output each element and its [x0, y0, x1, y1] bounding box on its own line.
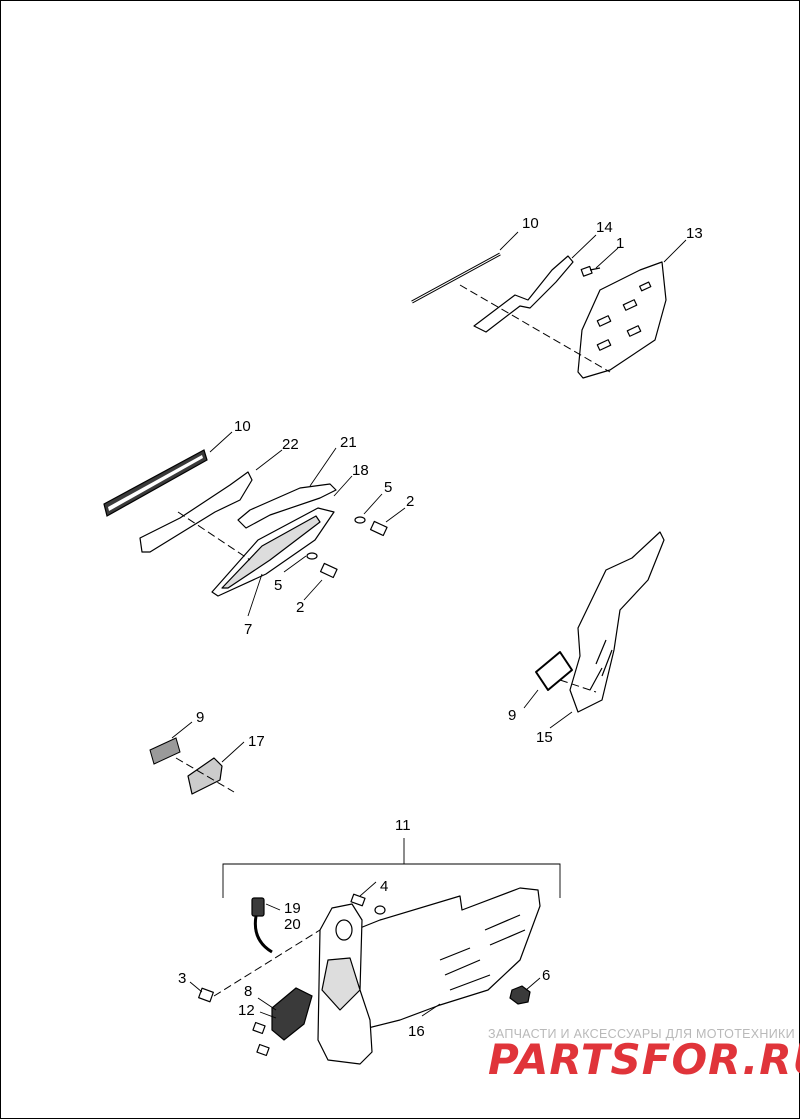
callout-5-upper: 5: [384, 479, 392, 496]
leader-lines: [171, 231, 687, 1019]
callout-10-top: 10: [522, 215, 539, 232]
group-mid-left: [103, 449, 388, 597]
callout-19: 19: [284, 900, 301, 917]
part-4-screw: [350, 893, 386, 915]
group-bottom-assembly: [198, 838, 561, 1065]
part-3-screw: [198, 987, 214, 1003]
callout-20: 20: [284, 916, 301, 933]
watermark-brand: PARTSFOR.RU: [488, 1035, 800, 1084]
callout-3: 3: [178, 970, 186, 987]
callout-4: 4: [380, 878, 388, 895]
watermark: ЗАПЧАСТИ И АКСЕССУАРЫ ДЛЯ МОТОТЕХНИКИ PA…: [488, 1027, 800, 1084]
group-top-right: [411, 252, 667, 379]
callout-5-lower: 5: [274, 577, 282, 594]
callout-15: 15: [536, 729, 553, 746]
part-1-screw: [580, 265, 601, 277]
part-14-bracket: [473, 255, 574, 333]
callout-labels: 10 14 1 13 10 22 21 18 5 2 5 2 7 9 15 9 …: [178, 215, 703, 1040]
part-21-gasket: [237, 483, 337, 529]
callout-17: 17: [248, 733, 265, 750]
callout-6: 6: [542, 967, 550, 984]
group-left-small: [149, 737, 235, 795]
callout-7: 7: [244, 621, 252, 638]
callout-2-lower: 2: [296, 599, 304, 616]
part-5-washer-b: [306, 552, 318, 560]
callout-1: 1: [616, 235, 624, 252]
watermark-tagline: ЗАПЧАСТИ И АКСЕССУАРЫ ДЛЯ МОТОТЕХНИКИ: [488, 1027, 795, 1041]
part-9-gasket-left: [149, 737, 181, 765]
callout-8: 8: [244, 983, 252, 1000]
callout-22: 22: [282, 436, 299, 453]
callout-18: 18: [352, 462, 369, 479]
part-8-12-socket: [252, 987, 313, 1057]
callout-10-mid: 10: [234, 418, 251, 435]
callout-13: 13: [686, 225, 703, 242]
part-22-bracket: [139, 471, 253, 553]
part-19-20-connector: [251, 897, 273, 954]
part-6-nut: [509, 985, 531, 1005]
part-2-screw-a: [369, 520, 388, 537]
callout-2-upper: 2: [406, 493, 414, 510]
group-right: [535, 531, 665, 713]
callout-9-left: 9: [196, 709, 204, 726]
part-15-bracket: [569, 531, 665, 713]
callout-9-right: 9: [508, 707, 516, 724]
callout-14: 14: [596, 219, 613, 236]
callout-12: 12: [238, 1002, 255, 1019]
part-2-screw-b: [319, 562, 338, 579]
part-17-lens: [187, 757, 223, 795]
bracket-11: [222, 838, 561, 898]
callout-11: 11: [395, 817, 411, 834]
callout-16: 16: [408, 1023, 425, 1040]
part-9-gasket-right: [535, 651, 573, 691]
part-5-washer-a: [354, 516, 366, 524]
callout-21: 21: [340, 434, 357, 451]
